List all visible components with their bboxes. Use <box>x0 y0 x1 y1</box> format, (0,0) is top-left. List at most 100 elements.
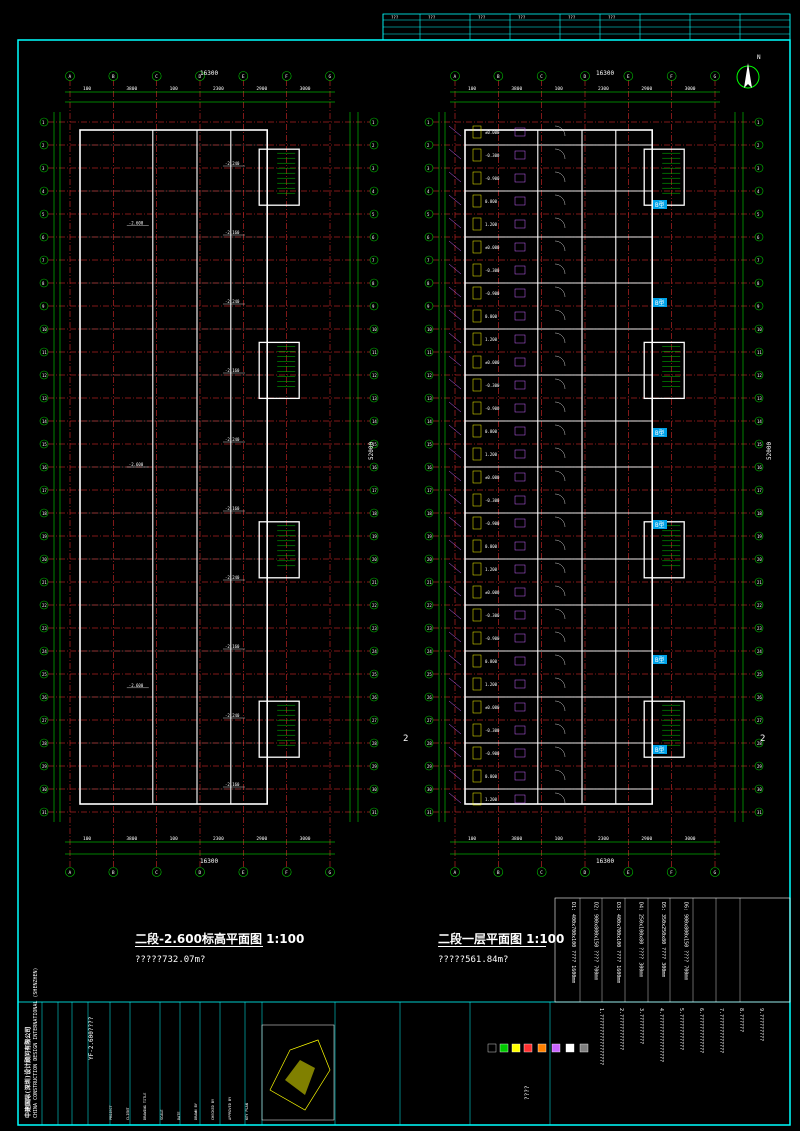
axis-number: 25 <box>427 672 432 677</box>
axis-number: 26 <box>427 695 432 700</box>
elevation-label: -2.240 <box>225 437 240 442</box>
axis-number: 20 <box>372 557 377 562</box>
axis-bubble <box>39 577 49 587</box>
axis-bubble <box>424 784 434 794</box>
elevation-label: -0.300 <box>485 728 500 733</box>
axis-number: 28 <box>757 741 762 746</box>
axis-number: 11 <box>372 350 377 355</box>
axis-number: 4 <box>372 189 375 194</box>
axis-bubble <box>151 71 162 81</box>
axis-number: 15 <box>757 442 762 447</box>
outer-frame <box>17 39 791 1126</box>
fixture <box>472 746 482 760</box>
axis-bubble <box>39 301 49 311</box>
dimension-text: 2300 <box>213 836 224 842</box>
leader-line <box>448 746 462 758</box>
elevation-label: ±0.000 <box>485 245 500 250</box>
dimension-text: 2300 <box>598 836 609 842</box>
axis-bubble <box>369 301 379 311</box>
axis-letter: A <box>454 870 457 876</box>
elevation-label: -0.900 <box>485 291 500 296</box>
fixture <box>514 449 526 459</box>
title-block-label: DRAWN BY <box>194 1102 198 1120</box>
axis-letter: B <box>497 870 500 876</box>
north-arrow-icon <box>736 63 760 89</box>
axis-bubble <box>369 577 379 587</box>
axis-number: 30 <box>42 787 47 792</box>
dimension-text: 3000 <box>685 86 696 92</box>
axis-bubble <box>39 761 49 771</box>
fixture <box>514 725 526 735</box>
axis-bubble <box>369 462 379 472</box>
fixture <box>514 702 526 712</box>
axis-number: 17 <box>372 488 377 493</box>
design-note: 2.???????????? <box>618 1008 624 1050</box>
axis-bubble <box>39 347 49 357</box>
door-swing <box>554 677 566 689</box>
axis-letter: E <box>627 870 630 876</box>
schedule-row: D1: 400x700x100 ???? 1600mm <box>570 902 576 983</box>
axis-bubble <box>424 416 434 426</box>
right-overall-dim: 16300 <box>596 70 615 77</box>
axis-bubble <box>39 370 49 380</box>
dimension-text: 100 <box>468 836 476 842</box>
axis-bubble <box>369 347 379 357</box>
axis-bubble <box>754 209 764 219</box>
axis-bubble <box>754 554 764 564</box>
legend-swatch <box>499 1043 509 1053</box>
axis-number: 17 <box>757 488 762 493</box>
axis-number: 6 <box>372 235 375 240</box>
axis-number: 7 <box>757 258 760 263</box>
axis-bubble <box>39 669 49 679</box>
room-type-badge: B型 <box>653 200 667 209</box>
axis-bubble <box>195 71 205 81</box>
axis-bubble <box>754 439 764 449</box>
axis-number: 9 <box>42 304 45 309</box>
axis-bubble <box>39 117 49 127</box>
axis-bubble <box>424 324 434 334</box>
door-swing <box>554 171 566 183</box>
company-name-en: CHINA CONSTRUCTION DESIGN INTERNATIONAL … <box>33 967 39 1118</box>
axis-bubble <box>450 71 460 81</box>
door-swing <box>554 148 566 160</box>
axis-letter: A <box>454 74 457 80</box>
fixture <box>514 748 526 758</box>
axis-bubble <box>666 867 677 877</box>
leader-line <box>448 723 462 735</box>
axis-letter: E <box>627 74 630 80</box>
axis-number: 20 <box>427 557 432 562</box>
axis-bubble <box>424 347 434 357</box>
axis-letter: C <box>155 74 158 80</box>
elevation-label: -2.240 <box>225 575 240 580</box>
axis-number: 9 <box>757 304 760 309</box>
axis-number: 18 <box>757 511 762 516</box>
axis-number: 14 <box>427 419 432 424</box>
legend-swatch <box>565 1043 575 1053</box>
axis-number: 29 <box>427 764 432 769</box>
door-swing <box>554 332 566 344</box>
axis-bubble <box>369 140 379 150</box>
axis-bubble <box>39 393 49 403</box>
fixture <box>514 495 526 505</box>
axis-number: 8 <box>427 281 430 286</box>
title-block-label: CHECKED BY <box>211 1098 215 1120</box>
door-swing <box>554 240 566 252</box>
axis-bubble <box>754 646 764 656</box>
axis-number: 15 <box>42 442 47 447</box>
axis-bubble <box>424 531 434 541</box>
dimension-text: 100 <box>555 836 563 842</box>
key-plan-building <box>285 1060 315 1095</box>
schedule-row: D4: 250x100x80 ???? 300mm <box>638 902 644 977</box>
axis-bubble <box>39 255 49 265</box>
fixture <box>472 562 482 576</box>
fixture <box>472 447 482 461</box>
axis-bubble <box>424 370 434 380</box>
axis-bubble <box>424 163 434 173</box>
axis-number: 23 <box>42 626 47 631</box>
stair-core <box>258 148 300 206</box>
axis-bubble <box>424 715 434 725</box>
dimension-text: 100 <box>555 86 563 92</box>
stair-core <box>643 521 685 579</box>
leader-line <box>448 401 462 413</box>
axis-letter: A <box>69 74 72 80</box>
